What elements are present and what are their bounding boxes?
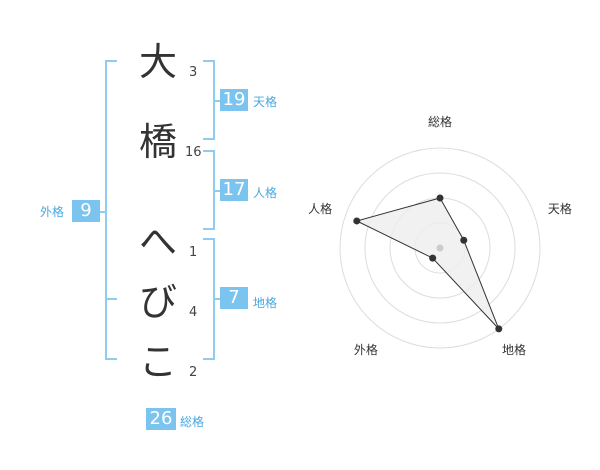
name-char-1: 大 <box>138 40 177 84</box>
jinkaku-value: 17 <box>220 179 248 201</box>
stroke-count-1: 3 <box>189 65 198 80</box>
radar-polygon <box>355 197 500 330</box>
radar-point-4 <box>429 254 437 262</box>
radar-axis-label-3: 地格 <box>502 342 526 357</box>
gaikaku-bracket <box>105 60 117 360</box>
radar-axis-label-4: 外格 <box>354 342 378 357</box>
radar-ring-4 <box>339 147 541 349</box>
chikaku-bracket-connector <box>215 298 220 300</box>
tenkaku-bracket-connector <box>215 100 220 102</box>
tenkaku-value: 19 <box>220 89 248 111</box>
name-char-4: び <box>138 280 177 324</box>
name-char-5: こ <box>138 340 177 384</box>
radar-point-3 <box>495 325 503 333</box>
tenkaku-label: 天格 <box>253 95 278 109</box>
name-char-3: へ <box>138 220 177 264</box>
radar-axis-label-1: 総格 <box>428 114 452 129</box>
soukaku-label: 総格 <box>180 415 205 429</box>
radar-axis-label-5: 人格 <box>308 201 332 216</box>
radar-axis-label-2: 天格 <box>548 201 572 216</box>
chikaku-value: 7 <box>220 287 248 309</box>
chikaku-bracket <box>203 238 215 360</box>
gaikaku-bracket-connector <box>100 211 105 213</box>
gaikaku-value: 9 <box>72 200 100 222</box>
name-char-2: 橋 <box>138 120 177 164</box>
radar-point-5 <box>353 217 361 225</box>
stroke-count-5: 2 <box>189 365 198 380</box>
jinkaku-label: 人格 <box>253 186 278 200</box>
tenkaku-bracket <box>203 60 215 140</box>
chikaku-label: 地格 <box>253 296 278 310</box>
radar-center-dot <box>436 244 444 252</box>
jinkaku-bracket-connector <box>215 190 220 192</box>
stroke-count-3: 1 <box>189 245 198 260</box>
radar-point-2 <box>460 236 468 244</box>
stroke-count-4: 4 <box>189 305 198 320</box>
radar-ring-3 <box>364 172 516 324</box>
radar-point-1 <box>436 194 444 202</box>
gaikaku-bracket-divider <box>105 298 117 300</box>
jinkaku-bracket <box>203 150 215 230</box>
gaikaku-label: 外格 <box>40 205 65 219</box>
soukaku-value: 26 <box>146 408 176 430</box>
stroke-count-2: 16 <box>185 145 202 160</box>
